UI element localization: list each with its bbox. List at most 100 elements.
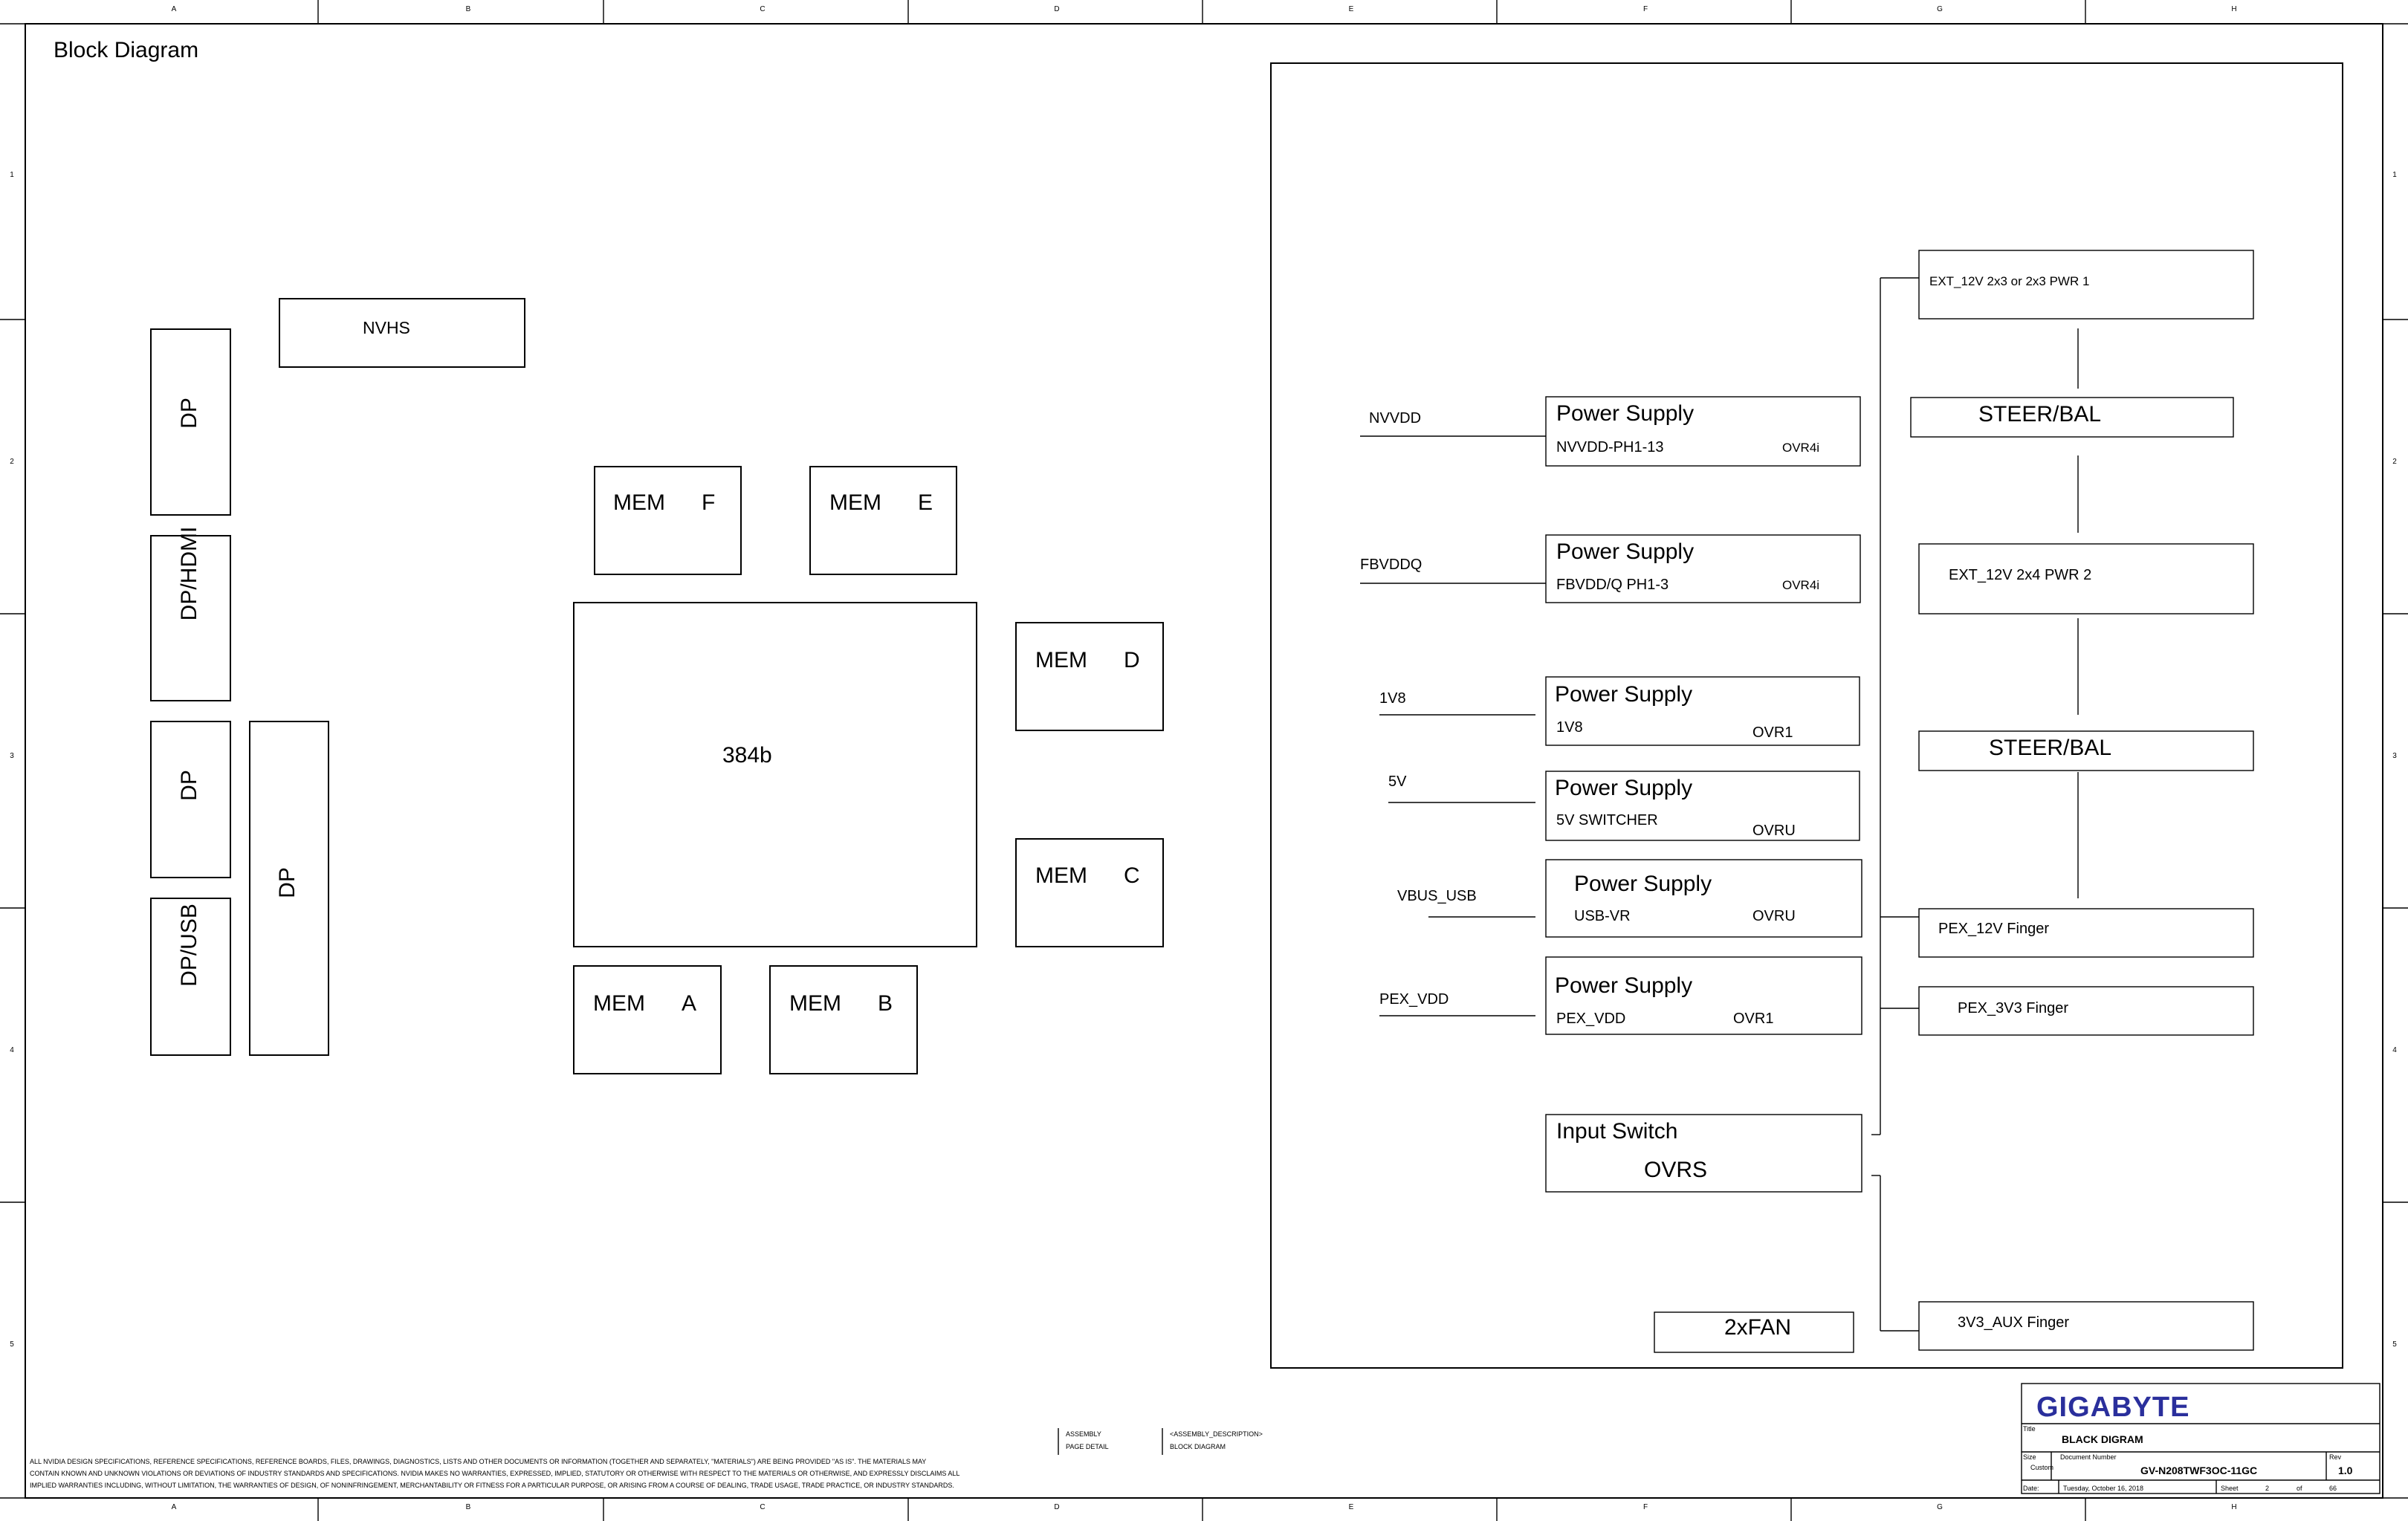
title-block-size-label: Size (2023, 1453, 2036, 1461)
row-label-3-left: 3 (10, 752, 14, 760)
title-block-doc: GV-N208TWF3OC-11GC (2140, 1465, 2257, 1476)
col-label-d-top: D (1054, 5, 1059, 13)
connector-dp-hdmi: DP/HDMI (150, 527, 231, 701)
ext-12v-pwr2-label: EXT_12V 2x4 PWR 2 (1949, 567, 2091, 583)
title-block-title-label: Title (2023, 1425, 2036, 1433)
title-block-date: Tuesday, October 16, 2018 (2063, 1485, 2143, 1492)
rail-vbus-usb-label: VBUS_USB (1397, 888, 1477, 904)
mem-e-label: MEM (829, 490, 881, 515)
connector-dp-usb-label: DP/USB (177, 904, 201, 987)
mem-block-a: MEM A (573, 965, 722, 1074)
disclaimer-line-3: IMPLIED WARRANTIES INCLUDING, WITHOUT LI… (30, 1482, 954, 1489)
rail-fbvddq-label: FBVDDQ (1360, 557, 1422, 573)
mem-d-id: D (1124, 648, 1140, 672)
col-label-b-top: B (466, 5, 471, 13)
title-block-rev: 1.0 (2338, 1465, 2353, 1476)
assembly-info: ASSEMBLY PAGE DETAIL <ASSEMBLY_DESCRIPTI… (1058, 1428, 1263, 1455)
3v3-aux-finger-label: 3V3_AUX Finger (1958, 1314, 2069, 1331)
title-block-sheet-label: Sheet (2221, 1485, 2239, 1492)
3v3-aux-finger-block: 3V3_AUX Finger (1918, 1301, 2254, 1351)
ext-12v-pwr1-block: EXT_12V 2x3 or 2x3 PWR 1 (1918, 250, 2254, 320)
power-supply-fbvddq-title: Power Supply (1556, 539, 1694, 564)
power-input-chain (1871, 277, 2079, 1332)
mem-block-e: MEM E (809, 466, 957, 575)
title-block-doc-label: Document Number (2060, 1453, 2117, 1461)
col-label-g-top: G (1937, 5, 1943, 13)
power-supply-5v-title: Power Supply (1555, 776, 1692, 800)
disclaimer-line-1: ALL NVIDIA DESIGN SPECIFICATIONS, REFERE… (30, 1458, 926, 1465)
power-supply-fbvddq: Power Supply FBVDD/Q PH1-3 OVR4i (1545, 534, 1861, 603)
power-supply-nvvdd-part: OVR4i (1782, 441, 1819, 455)
row-markers: 1 2 3 4 5 1 2 3 4 5 (0, 171, 2408, 1349)
pex-12v-finger-label: PEX_12V Finger (1938, 921, 2049, 937)
col-label-c-bottom: C (760, 1503, 765, 1511)
power-supply-pex-vdd: Power Supply PEX_VDD OVR1 (1545, 956, 1862, 1035)
title-block-sheet: 2 (2265, 1485, 2269, 1492)
steer-bal-1-block: STEER/BAL (1910, 397, 2234, 438)
mem-c-label: MEM (1035, 863, 1087, 888)
mem-block-c: MEM C (1015, 838, 1164, 947)
pex-3v3-finger-block: PEX_3V3 Finger (1918, 986, 2254, 1036)
power-supply-nvvdd-sub: NVVDD-PH1-13 (1556, 439, 1663, 455)
steer-bal-2-block: STEER/BAL (1918, 730, 2254, 771)
gigabyte-logo: GIGABYTE (2036, 1392, 2189, 1423)
row-label-3-right: 3 (2392, 752, 2397, 760)
mem-b-label: MEM (789, 991, 841, 1016)
rail-fbvddq: FBVDDQ (1360, 557, 1546, 584)
power-supply-usb: Power Supply USB-VR OVRU (1545, 859, 1862, 938)
col-label-f-bottom: F (1643, 1503, 1648, 1511)
power-supply-1v8-title: Power Supply (1555, 682, 1692, 707)
row-label-1-left: 1 (10, 171, 14, 179)
power-supply-5v-part: OVRU (1752, 823, 1796, 839)
rail-nvvdd: NVVDD (1360, 410, 1546, 437)
power-supply-1v8: Power Supply 1V8 OVR1 (1545, 676, 1860, 746)
title-block-size: Custom (2030, 1464, 2053, 1471)
power-supply-usb-sub: USB-VR (1574, 908, 1631, 924)
column-markers: A B C D E F G H A B C D E F G H (172, 0, 2237, 1521)
rail-5v: 5V (1388, 774, 1535, 803)
connector-dp-1-label: DP (177, 398, 201, 429)
connector-dp-3-label: DP (275, 867, 300, 898)
connector-dp-usb: DP/USB (150, 898, 231, 1056)
gpu-label: 384b (722, 743, 772, 768)
assembly-value-1: <ASSEMBLY_DESCRIPTION> (1170, 1430, 1263, 1438)
row-label-1-right: 1 (2392, 171, 2397, 179)
assembly-label-1: ASSEMBLY (1066, 1430, 1101, 1438)
power-supply-5v: Power Supply 5V SWITCHER OVRU (1545, 771, 1860, 841)
nvhs-block: NVHS (279, 298, 525, 368)
pex-3v3-finger-label: PEX_3V3 Finger (1958, 1000, 2068, 1016)
mem-a-id: A (682, 991, 696, 1016)
title-block: GIGABYTE Title BLACK DIGRAM Size Custom … (2021, 1383, 2381, 1494)
rail-pex-vdd-label: PEX_VDD (1379, 991, 1449, 1008)
connector-dp-1: DP (150, 328, 231, 516)
title-block-date-label: Date: (2023, 1485, 2039, 1492)
power-supply-5v-sub: 5V SWITCHER (1556, 812, 1658, 828)
disclaimer-line-2: CONTAIN KNOWN AND UNKNOWN VIOLATIONS OR … (30, 1470, 959, 1477)
col-label-h-top: H (2231, 5, 2236, 13)
col-label-d-bottom: D (1054, 1503, 1059, 1511)
assembly-value-2: BLOCK DIAGRAM (1170, 1443, 1226, 1450)
row-label-2-right: 2 (2392, 458, 2397, 466)
input-switch-title: Input Switch (1556, 1119, 1677, 1144)
power-supply-pex-vdd-title: Power Supply (1555, 973, 1692, 998)
nvhs-label: NVHS (363, 318, 410, 337)
connector-dp-2-label: DP (177, 770, 201, 801)
mem-a-label: MEM (593, 991, 645, 1016)
mem-c-id: C (1124, 863, 1140, 888)
input-switch-part: OVRS (1644, 1158, 1707, 1182)
connector-dp-3: DP (249, 721, 329, 1056)
rail-1v8-label: 1V8 (1379, 690, 1406, 707)
mem-f-label: MEM (613, 490, 665, 515)
input-switch-block: Input Switch OVRS (1545, 1114, 1862, 1193)
col-label-a-top: A (172, 5, 177, 13)
mem-b-id: B (878, 991, 893, 1016)
power-supply-fbvddq-part: OVR4i (1782, 578, 1819, 592)
title-block-of-label: of (2297, 1485, 2302, 1492)
rail-vbus-usb: VBUS_USB (1397, 888, 1535, 918)
title-block-title: BLACK DIGRAM (2062, 1433, 2143, 1445)
power-supply-nvvdd-title: Power Supply (1556, 401, 1694, 426)
col-label-g-bottom: G (1937, 1503, 1943, 1511)
ext-12v-pwr2-block: EXT_12V 2x4 PWR 2 (1918, 543, 2254, 614)
